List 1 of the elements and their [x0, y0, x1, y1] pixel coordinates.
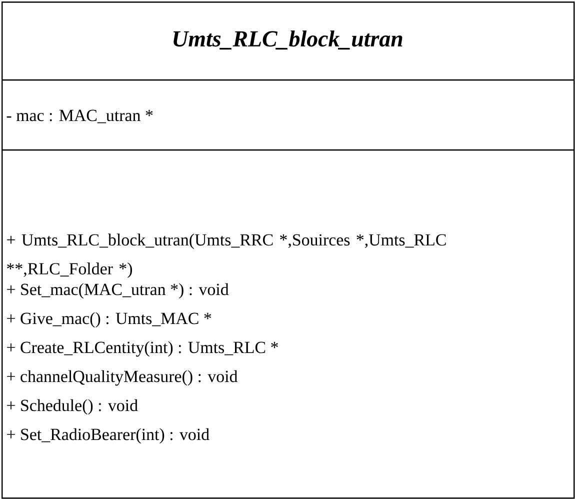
class-box: Umts_RLC_block_utran - mac : MAC_utran * + Umts_RLC_block_utran(Umts_RRC *,Souirces *,Umts_RLC **,RLC_Folder *) + Set_mac(MAC_utran *) : void + Give_mac() : Umts_MAC * + Create_RLCentity(int) : Umts_RLC * + channelQualityMeasure() : void + Schedule() : void + Set_RadioBearer(int) : void	[2, 1, 575, 499]
